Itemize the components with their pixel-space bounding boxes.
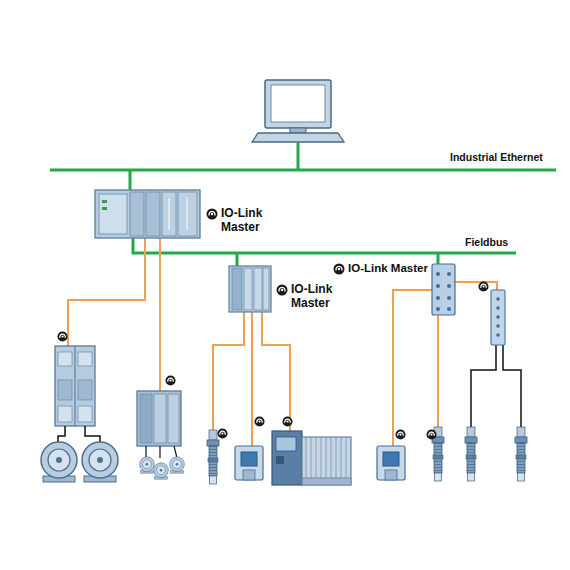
master-label: IO-Link Master [221, 207, 273, 235]
remote-io-station [229, 266, 271, 312]
label-group: Fieldbus [465, 236, 508, 248]
motor-starter [55, 346, 100, 444]
servo-motor [140, 457, 155, 473]
network-label: Industrial Ethernet [450, 151, 543, 163]
servo-drive [137, 391, 181, 458]
master-label: IO-Link Master [348, 262, 428, 275]
servo-motor [170, 457, 185, 473]
proximity-sensor [207, 430, 219, 484]
proximity-sensor [465, 427, 477, 481]
io-link-logo [276, 284, 288, 296]
label-group: IO-Link Master [333, 262, 428, 275]
io-link-logo [206, 208, 218, 220]
io-link-logo [333, 263, 345, 275]
motor [82, 442, 118, 482]
label-group: Industrial Ethernet [450, 151, 543, 163]
label-group: IO-Link Master [206, 207, 273, 235]
proximity-sensor [515, 427, 527, 481]
sensor-hub [491, 290, 505, 345]
optical-sensor [235, 446, 263, 480]
io-link-wires [68, 238, 497, 446]
computer-icon [252, 80, 344, 142]
optical-sensor [377, 446, 405, 480]
io-link-logos [57, 281, 488, 439]
master-label: IO-Link Master [291, 283, 343, 311]
io-link-master-module [432, 264, 455, 315]
motor [41, 442, 77, 482]
io-device-module [272, 431, 351, 485]
servo-motor [154, 463, 169, 479]
sensor-cables [471, 345, 521, 428]
label-group: IO-Link Master [276, 283, 343, 311]
fieldbus-line [133, 238, 516, 266]
network-label: Fieldbus [465, 236, 508, 248]
plc-controller [95, 190, 200, 238]
ethernet-bus [50, 142, 556, 190]
